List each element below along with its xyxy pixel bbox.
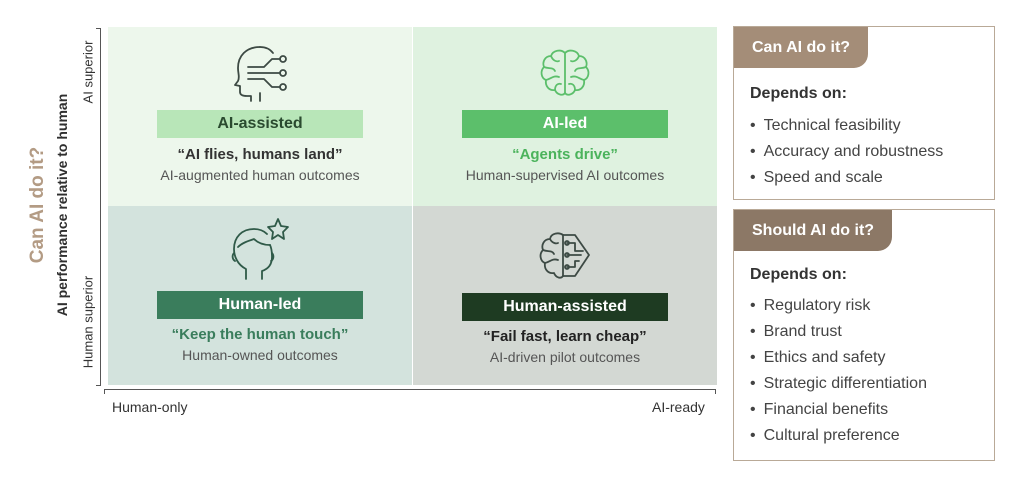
should-ai-depends-label: Depends on: bbox=[750, 266, 847, 283]
list-item: Speed and scale bbox=[750, 165, 943, 191]
list-item: Regulatory risk bbox=[750, 293, 927, 319]
list-item: Strategic differentiation bbox=[750, 371, 927, 397]
y-axis-subtitle: AI performance relative to human bbox=[54, 93, 70, 317]
should-ai-criteria-list: Regulatory risk Brand trust Ethics and s… bbox=[750, 293, 927, 449]
quadrant-human-led: Human-led “Keep the human touch” Human-o… bbox=[108, 206, 412, 385]
quadrant-human-assisted: Human-assisted “Fail fast, learn cheap” … bbox=[413, 206, 717, 385]
x-axis-left-label: Human-only bbox=[112, 399, 188, 415]
can-ai-depends-label: Depends on: bbox=[750, 85, 847, 102]
quadrant-quote: “AI flies, humans land” bbox=[177, 146, 343, 163]
can-ai-panel: Can AI do it? Depends on: Technical feas… bbox=[733, 26, 995, 200]
list-item: Cultural preference bbox=[750, 423, 927, 449]
quadrant-quote: “Keep the human touch” bbox=[171, 326, 349, 343]
x-axis-tick-left bbox=[104, 389, 105, 394]
brain-circuit-icon bbox=[539, 231, 591, 286]
x-axis-line bbox=[104, 389, 716, 390]
x-axis-right-label: AI-ready bbox=[652, 399, 705, 415]
quadrant-ai-assisted: AI-assisted “AI flies, humans land” AI-a… bbox=[108, 27, 412, 206]
list-item: Accuracy and robustness bbox=[750, 139, 944, 165]
quadrant-title: AI-led bbox=[462, 110, 668, 138]
should-ai-panel: Should AI do it? Depends on: Regulatory … bbox=[733, 209, 995, 461]
quadrant-title: AI-assisted bbox=[157, 110, 363, 138]
y-axis-tick-top bbox=[96, 28, 101, 29]
can-ai-criteria-list: Technical feasibility Accuracy and robus… bbox=[750, 113, 944, 191]
y-axis-top-label: AI superior bbox=[80, 40, 96, 104]
y-axis-title: Can AI do it? bbox=[27, 146, 48, 264]
quadrant-quote: “Fail fast, learn cheap” bbox=[483, 328, 647, 345]
y-axis-tick-bottom bbox=[96, 385, 101, 386]
y-axis-bottom-label: Human superior bbox=[80, 275, 96, 369]
quadrant-title: Human-led bbox=[157, 291, 363, 319]
should-ai-panel-title: Should AI do it? bbox=[734, 210, 893, 251]
list-item: Brand trust bbox=[750, 319, 927, 345]
quadrant-outcome: AI-driven pilot outcomes bbox=[489, 349, 641, 365]
quadrant-title: Human-assisted bbox=[462, 293, 668, 321]
can-ai-panel-title: Can AI do it? bbox=[734, 27, 869, 68]
list-item: Ethics and safety bbox=[750, 345, 927, 371]
quadrant-outcome: Human-owned outcomes bbox=[182, 347, 338, 363]
quadrant-outcome: AI-augmented human outcomes bbox=[160, 167, 360, 183]
head-star-icon bbox=[224, 213, 296, 288]
x-axis-tick-right bbox=[715, 389, 716, 394]
head-circuit-icon bbox=[230, 41, 290, 108]
y-axis-line bbox=[100, 28, 101, 386]
brain-icon bbox=[539, 47, 591, 106]
quadrant-quote: “Agents drive” bbox=[512, 146, 618, 163]
list-item: Technical feasibility bbox=[750, 113, 943, 139]
quadrant-ai-led: AI-led “Agents drive” Human-supervised A… bbox=[413, 27, 717, 206]
quadrant-outcome: Human-supervised AI outcomes bbox=[465, 167, 665, 183]
list-item: Financial benefits bbox=[750, 397, 927, 423]
